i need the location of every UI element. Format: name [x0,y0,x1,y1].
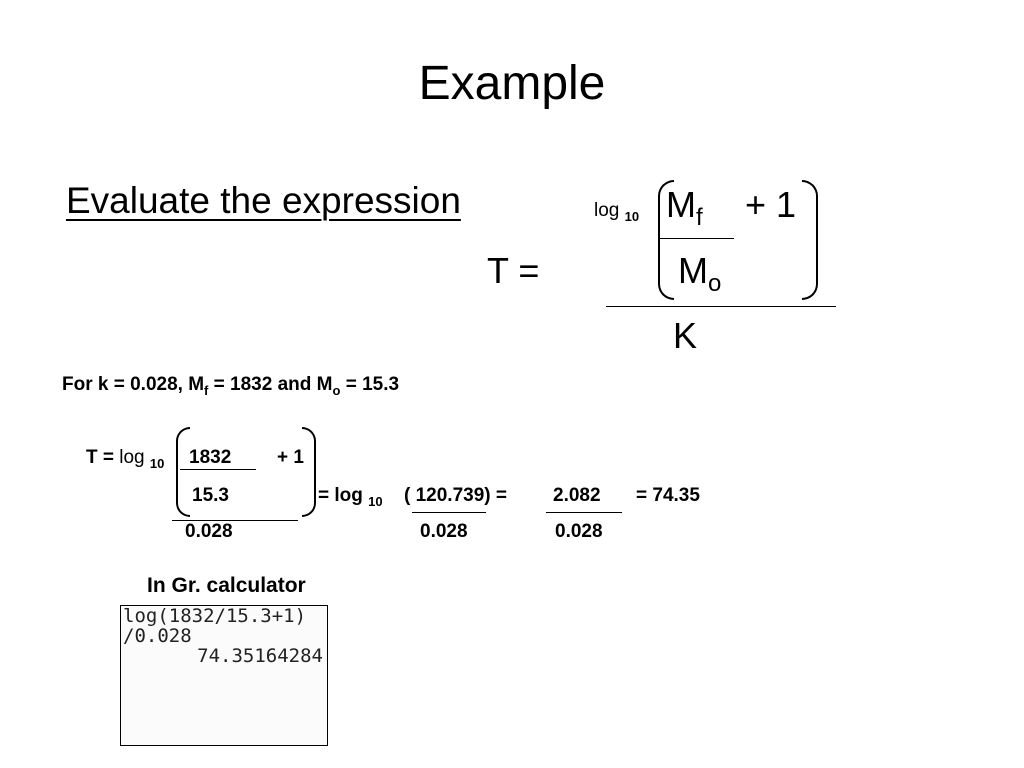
calculator-label: In Gr. calculator [147,574,306,597]
formula-t-label: T = [487,250,540,291]
work-result: = 74.35 [636,485,700,506]
formula-right-paren [802,180,818,300]
calculator-line-2: /0.028 [123,625,192,647]
formula-numerator: Mf [666,184,703,232]
work-left-paren [176,427,190,517]
calculator-result: 74.35164284 [197,645,323,667]
work-inner-fraction-bar [180,469,256,470]
work-second-fraction-bar [412,512,486,513]
work-main-fraction-bar [172,520,298,521]
work-numerator: 1832 [189,447,232,468]
work-log-value: 2.082 [553,485,601,506]
calculator-screen: log(1832/15.3+1) /0.028 74.35164284 [120,605,328,746]
work-right-paren [302,427,316,517]
work-denominator: 15.3 [192,485,229,506]
work-log-divisor: 0.028 [555,521,603,542]
slide-title: Example [418,57,606,110]
instruction-heading: Evaluate the expression [66,180,461,221]
calculator-line-1: log(1832/15.3+1) [123,605,307,627]
formula-inner-fraction-bar [658,238,734,239]
formula-log-base: 10 [624,208,640,224]
formula-log: log 10 [594,200,640,224]
work-inner-divisor: 0.028 [420,521,468,542]
formula-divisor: K [673,315,698,356]
given-values: For k = 0.028, Mf = 1832 and Mo = 15.3 [62,374,400,398]
work-inner-value: ( 120.739) = [404,485,507,506]
work-divisor: 0.028 [185,521,233,542]
formula-plus-one: + 1 [745,184,797,225]
formula-denominator: Mo [678,250,722,298]
work-t-log: T = log 10 [86,447,165,471]
work-third-fraction-bar [546,512,622,513]
work-equals-log: = log 10 [318,485,383,509]
formula-main-fraction-bar [606,306,836,307]
work-plus-one: + 1 [277,447,304,468]
